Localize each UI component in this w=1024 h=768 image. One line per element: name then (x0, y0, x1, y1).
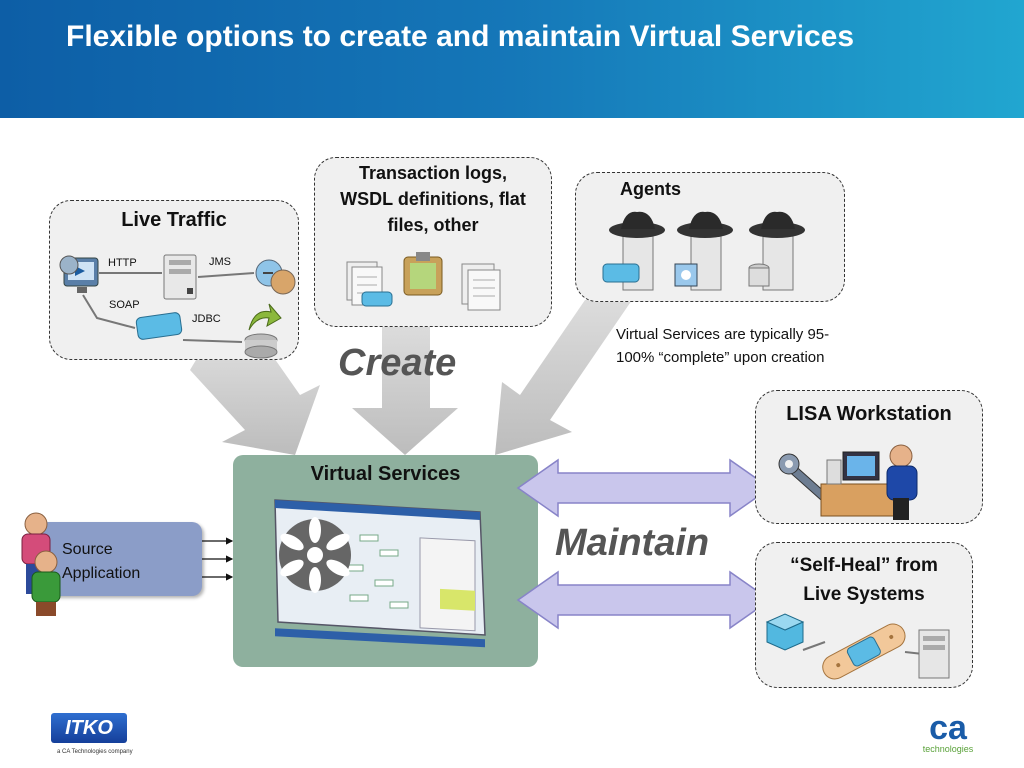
note-line1: Virtual Services are typically 95- (616, 326, 830, 343)
cube-icon (765, 613, 805, 651)
maintain-label: Maintain (555, 522, 710, 564)
database-icon (244, 303, 282, 359)
person-icon (886, 444, 918, 520)
workstation-icons (778, 444, 918, 520)
itko-logo-subtext: a CA Technologies company (57, 749, 133, 755)
agent-server-icon (674, 211, 733, 291)
agents-icons (602, 211, 805, 291)
document-pages-icon (461, 263, 501, 311)
arrow-from-agents (495, 300, 632, 455)
label-http: HTTP (108, 257, 137, 269)
monitor-icon (59, 255, 99, 293)
label-jdbc: JDBC (192, 313, 221, 325)
ca-logo-subtext: technologies (922, 744, 974, 754)
ca-logo: ca technologies (918, 709, 978, 762)
document-stack-icon (346, 261, 393, 307)
server-icon (918, 629, 950, 679)
source-line1: Source (62, 541, 113, 558)
logs-icons (346, 252, 501, 311)
soap-device-icon (135, 312, 183, 340)
source-arrows (202, 537, 234, 581)
ca-logo-text: ca (929, 709, 967, 747)
self-heal-icons (765, 613, 950, 680)
live-traffic-box: Live Traffic (49, 200, 299, 360)
completeness-note: Virtual Services are typically 95- 100% … (616, 323, 829, 369)
agent-server-icon (748, 211, 805, 291)
double-arrow-self-heal (516, 570, 772, 630)
source-application-box: Source Application (38, 522, 202, 596)
note-line2: 100% “complete” upon creation (616, 349, 825, 366)
itko-logo: ITKO a CA Technologies company (51, 713, 133, 755)
title-banner: Flexible options to create and maintain … (0, 0, 1024, 118)
create-label: Create (338, 342, 457, 384)
label-soap: SOAP (109, 299, 140, 311)
live-traffic-title: Live Traffic (121, 209, 227, 231)
arrow-from-live-traffic (190, 345, 320, 455)
virtual-services-title: Virtual Services (310, 463, 461, 485)
itko-logo-text: ITKO (51, 713, 127, 743)
logs-title-line3: files, other (387, 215, 479, 235)
agents-title: Agents (620, 179, 682, 199)
server-icon (163, 254, 197, 300)
label-jms: JMS (209, 256, 231, 268)
lisa-screenshot (274, 499, 486, 648)
bandage-icon (822, 623, 906, 680)
jms-queue-icon (255, 259, 296, 295)
agent-server-icon (602, 211, 665, 291)
logs-title-line1: Transaction logs, (358, 163, 508, 183)
live-traffic-diagram: HTTP JMS SOAP JDBC (59, 254, 296, 359)
arrow-from-logs (352, 325, 458, 455)
lisa-logo-icon (279, 517, 351, 593)
self-heal-line1: “Self-Heal” from (790, 555, 938, 576)
double-arrow-workstation (516, 458, 772, 518)
slide-title: Flexible options to create and maintain … (66, 20, 855, 53)
users-icon (21, 512, 61, 616)
logs-title-line2: WSDL definitions, flat (340, 189, 526, 209)
wrench-icon (778, 453, 828, 501)
workstation-title: LISA Workstation (786, 403, 952, 425)
self-heal-line2: Live Systems (803, 584, 925, 605)
source-line2: Application (62, 565, 141, 582)
clipboard-icon (403, 252, 443, 296)
